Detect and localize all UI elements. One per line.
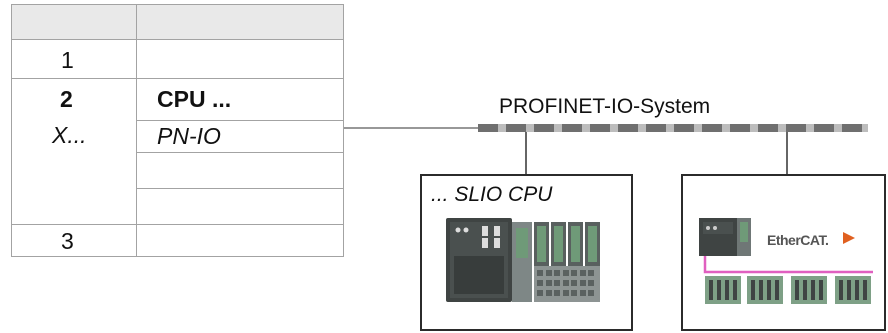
profinet-bus-label: PROFINET-IO-System [499, 95, 710, 119]
slio-cpu-hardware-icon [422, 176, 635, 333]
ethercat-hardware-icon [683, 176, 888, 333]
ethercat-device[interactable]: EtherCAT. [681, 174, 886, 331]
ethercat-slaves [705, 276, 871, 304]
ethercat-logo: EtherCAT. [767, 232, 828, 248]
slio-cpu-device[interactable]: ... SLIO CPU [420, 174, 633, 331]
